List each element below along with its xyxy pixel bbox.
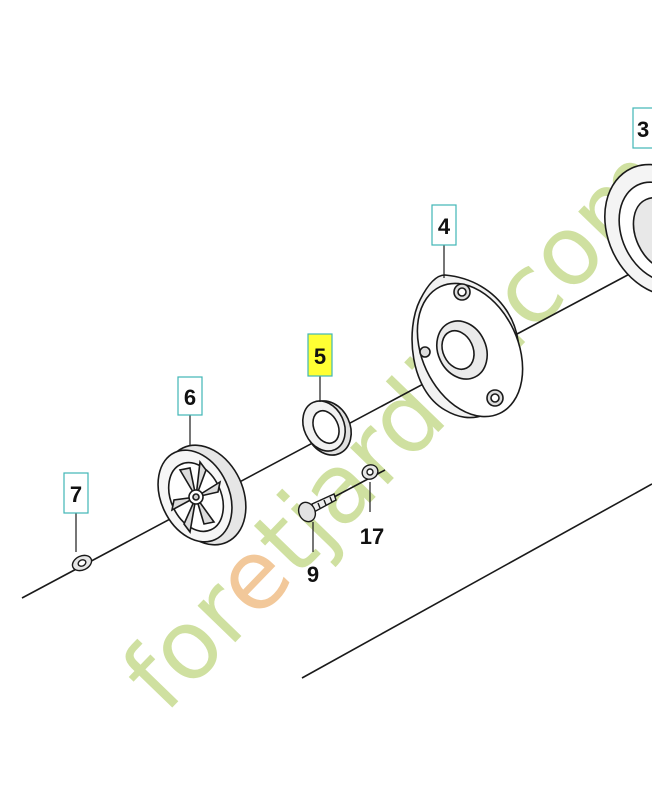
lower-edge-line: [301, 483, 652, 679]
callout-6-label: 6: [184, 385, 196, 410]
callout-3: 3: [632, 107, 652, 149]
callout-6: 6: [177, 376, 203, 416]
callout-5-label: 5: [314, 344, 326, 369]
label-17: 17: [360, 524, 384, 549]
callout-4: 4: [431, 204, 457, 246]
watermark: foretjardin.com: [101, 125, 652, 731]
part-9-screw: [297, 493, 337, 523]
label-9: 9: [307, 562, 319, 587]
callout-5: 5: [307, 333, 333, 377]
part-17-washer: [361, 464, 379, 480]
callout-7: 7: [63, 472, 89, 514]
svg-text:foretjardin.com: foretjardin.com: [101, 125, 652, 731]
part-5-seal-ring: [302, 400, 352, 456]
part-7-washer: [71, 554, 93, 572]
part-6-pulley: [157, 444, 247, 546]
part-3-housing: [604, 163, 652, 297]
callout-4-label: 4: [438, 214, 451, 239]
callout-3-label: 3: [637, 117, 649, 142]
part-4-cover-plate: [411, 274, 524, 419]
callout-7-label: 7: [70, 482, 82, 507]
leader-lines: [75, 245, 445, 552]
